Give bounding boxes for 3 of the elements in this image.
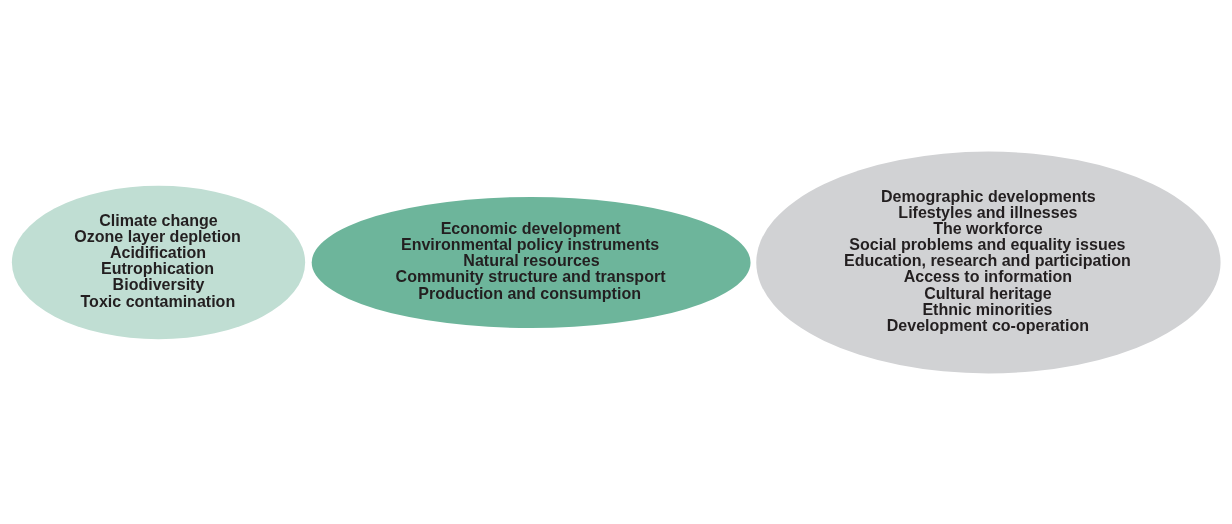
node-ellipse: Demographic developments Lifestyles and illnesses The workforce Social problems and equality issues Education, research and participation Access to information Cultural heritage Ethnic minorities Development co-operation	[756, 151, 1221, 373]
node-ellipse: Climate change Ozone layer depletion Acidification Eutrophication Biodiversity Toxic contamination	[11, 185, 306, 339]
node-ellipse: Economic development Environmental policy instruments Natural resources Community structure and transport Production and consumption	[311, 196, 751, 328]
